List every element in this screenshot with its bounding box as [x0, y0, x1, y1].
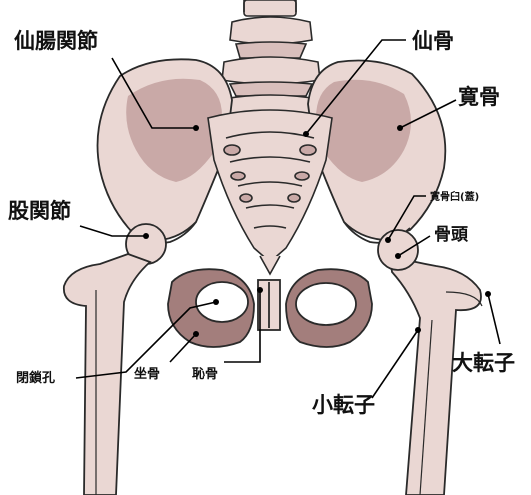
- sacrum: [208, 110, 332, 274]
- label-greater-trochanter: 大転子: [452, 351, 515, 375]
- label-lesser-trochanter: 小転子: [312, 393, 375, 417]
- label-pubis: 恥骨: [192, 367, 218, 382]
- label-ischium: 坐骨: [134, 367, 160, 382]
- left-ilium: [98, 59, 233, 242]
- label-femoral-head: 骨頭: [434, 225, 469, 245]
- label-sacrum: 仙骨: [412, 29, 454, 53]
- left-femur: [64, 224, 166, 495]
- label-obturator-foramen: 閉鎖孔: [16, 370, 55, 386]
- label-acetabulum: 寛骨臼(蓋): [430, 190, 479, 203]
- label-ilium: 寛骨: [458, 85, 500, 109]
- label-sacroiliac-joint: 仙腸関節: [14, 29, 98, 53]
- label-hip-joint: 股関節: [8, 199, 71, 223]
- right-ilium: [308, 61, 445, 243]
